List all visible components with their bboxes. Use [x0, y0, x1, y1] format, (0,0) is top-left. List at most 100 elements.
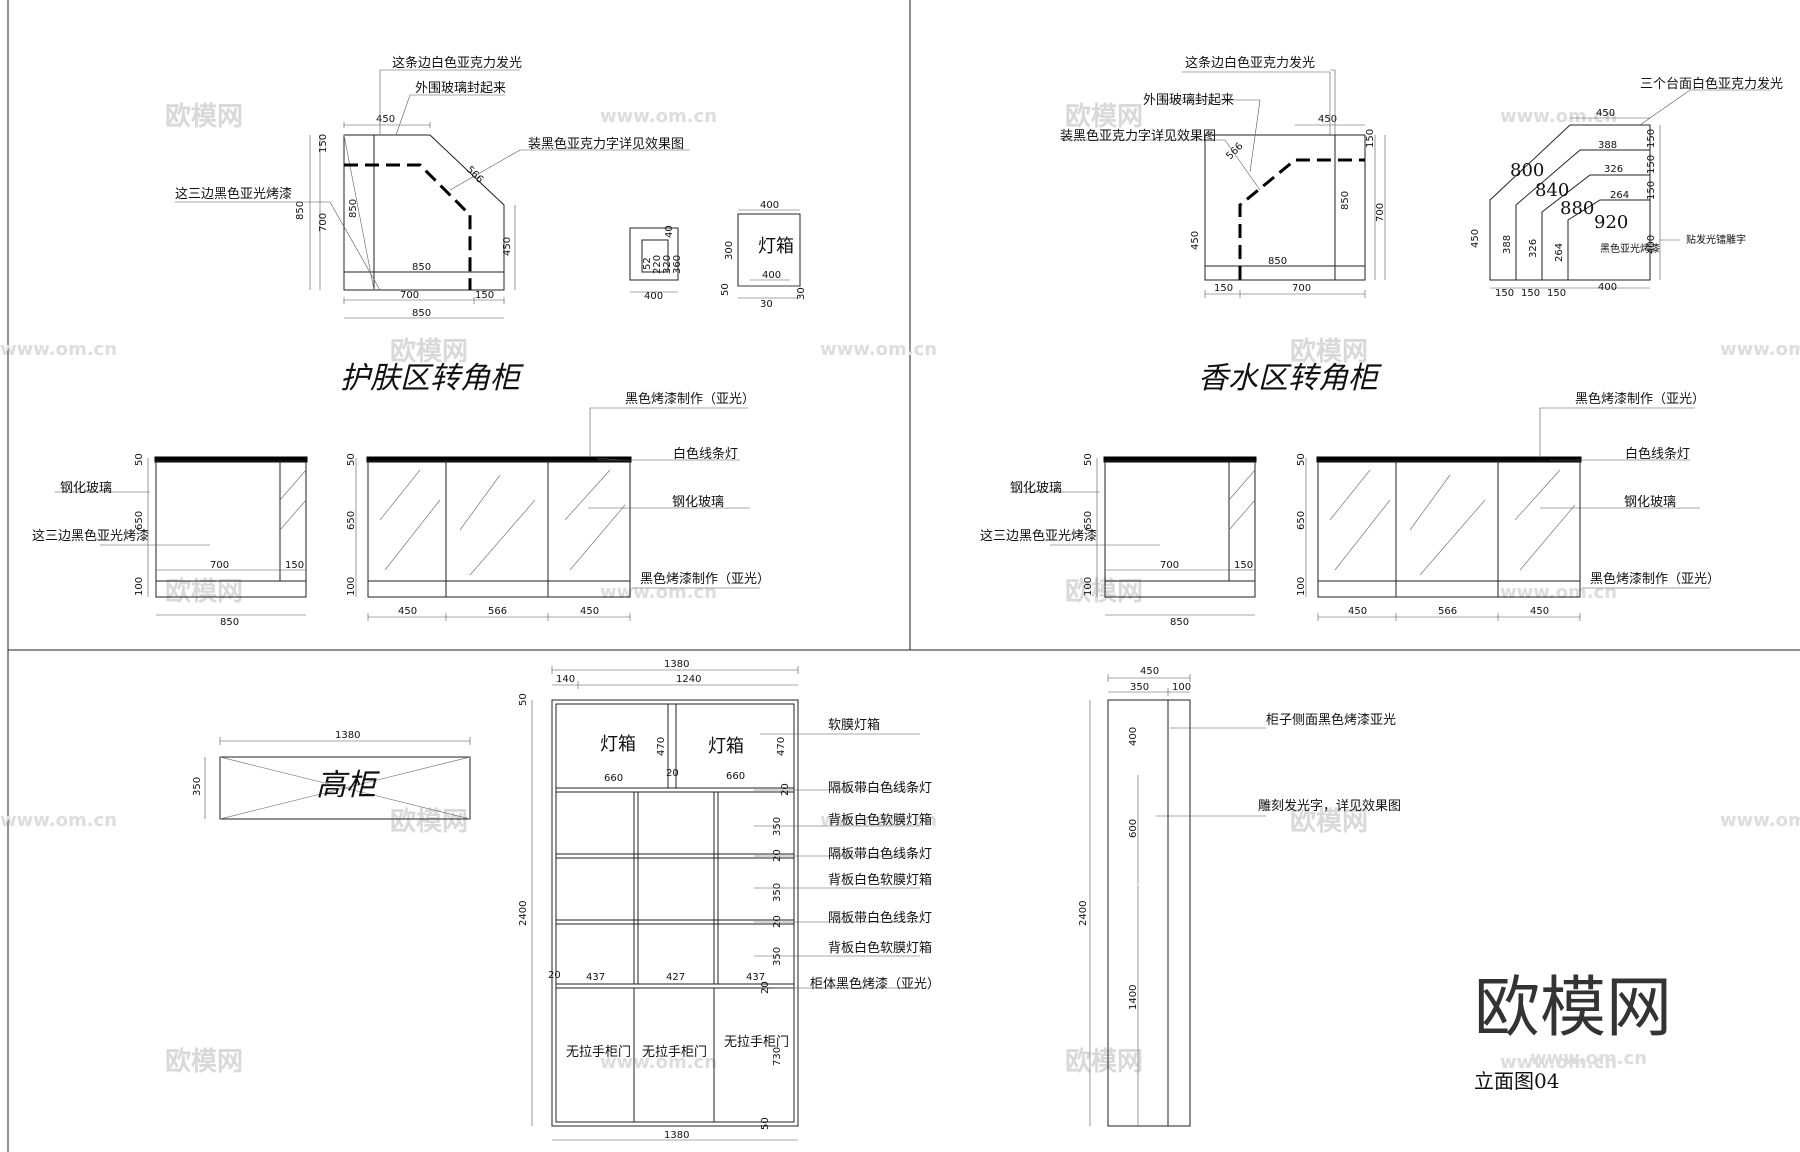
dim-label: 264 — [1554, 243, 1565, 262]
dim-label: 220 — [652, 255, 663, 274]
dim-label: 350 — [772, 817, 783, 836]
watermark-url: www.om.cn — [600, 106, 717, 127]
dim-label: 650 — [346, 511, 357, 530]
dim-label: 20 — [548, 970, 561, 981]
section-title-skin-care: 护肤区转角柜 — [340, 361, 524, 396]
note-label: 钢化玻璃 — [60, 481, 112, 496]
sheet-frame — [7, 0, 1800, 1152]
dim-label: 450 — [502, 237, 513, 256]
dim-label: 470 — [656, 737, 667, 756]
note-label: 装黑色亚克力字详见效果图 — [528, 136, 684, 152]
dim-label: 1400 — [1128, 985, 1139, 1010]
dim-label: 437 — [586, 972, 605, 983]
dim-label: 850 — [1170, 617, 1189, 628]
skin-care-small-details: 52 220 320 360 40 400 灯箱 400 300 400 30 … — [629, 200, 807, 310]
door-label: 无拉手柜门 — [566, 1045, 631, 1060]
skin-care-elevation: 50 650 100 700 150 850 钢化玻璃 这三边黑色亚光烤漆 50… — [32, 391, 770, 628]
dim-label: 50 — [760, 1117, 771, 1130]
drawing-label: 立面图04 — [1474, 1069, 1559, 1093]
dim-label: 150 — [318, 134, 329, 153]
note-label: 软膜灯箱 — [828, 717, 880, 733]
note-label: 这三边黑色亚光烤漆 — [175, 186, 292, 202]
note-label: 钢化玻璃 — [1010, 481, 1062, 496]
dim-label: 437 — [746, 972, 765, 983]
note-label: 黑色烤漆制作（亚光） — [640, 571, 770, 587]
brand-logo: 欧模网 — [1474, 969, 1672, 1046]
watermark-url: www.om.cn — [1720, 810, 1800, 831]
dim-label: 1380 — [664, 1130, 689, 1141]
dim-label: 20 — [666, 768, 679, 779]
tier-value: 800 — [1510, 160, 1544, 181]
dim-label: 450 — [1318, 114, 1337, 125]
note-label: 装黑色亚克力字详见效果图 — [1060, 128, 1216, 144]
tall-cabinet-plan: 高柜 1380 350 — [192, 730, 471, 820]
dim-label: 400 — [644, 291, 663, 302]
perfume-elevation: 50 650 100 700 150 850 钢化玻璃 这三边黑色亚光烤漆 50… — [980, 391, 1720, 628]
note-label: 隔板带白色线条灯 — [828, 910, 932, 926]
dim-label: 388 — [1598, 140, 1617, 151]
note-label: 外围玻璃封起来 — [415, 81, 506, 96]
dim-label: 566 — [488, 606, 507, 617]
dim-label: 700 — [1375, 203, 1386, 222]
dim-label: 470 — [776, 737, 787, 756]
note-label: 这三边黑色亚光烤漆 — [32, 528, 149, 544]
dim-label: 600 — [1128, 819, 1139, 838]
dim-label: 400 — [1598, 282, 1617, 293]
dim-label: 150 — [1646, 181, 1657, 200]
dim-label: 2400 — [1078, 901, 1089, 926]
tall-cabinet-plan-label: 高柜 — [316, 768, 380, 803]
dim-label: 150 — [1365, 129, 1376, 148]
watermark-url: www.om.cn — [1500, 106, 1617, 127]
dim-label: 450 — [1348, 606, 1367, 617]
dim-label: 850 — [412, 308, 431, 319]
dim-label: 20 — [760, 981, 771, 994]
dim-label: 150 — [1495, 288, 1514, 299]
dim-label: 566 — [1438, 606, 1457, 617]
section-title-perfume: 香水区转角柜 — [1198, 361, 1382, 396]
dim-label: 700 — [1160, 560, 1179, 571]
dim-label: 360 — [672, 255, 683, 274]
dim-label: 100 — [134, 577, 145, 596]
watermark-url: www.om.cn — [0, 810, 117, 831]
dim-label: 1380 — [335, 730, 360, 741]
door-label: 无拉手柜门 — [724, 1035, 789, 1050]
note-label: 这条边白色亚克力发光 — [392, 55, 522, 71]
dim-label: 20 — [772, 915, 783, 928]
dim-label: 150 — [1547, 288, 1566, 299]
note-label: 钢化玻璃 — [672, 495, 724, 510]
dim-label: 850 — [348, 199, 359, 218]
dim-label: 400 — [760, 200, 779, 211]
note-label: 白色线条灯 — [1625, 446, 1690, 462]
watermark-url: www.om.cn — [1720, 339, 1800, 360]
dim-label: 400 — [1646, 235, 1657, 254]
dim-label: 388 — [1502, 235, 1513, 254]
dim-label: 20 — [780, 783, 791, 796]
dim-label: 850 — [412, 262, 431, 273]
watermark-logo: 欧模网 — [390, 336, 468, 367]
watermark-url: www.om.cn — [0, 339, 117, 360]
dim-label: 326 — [1604, 164, 1623, 175]
dim-label: 650 — [1296, 511, 1307, 530]
note-label: 背板白色软膜灯箱 — [828, 872, 932, 888]
dim-label: 1380 — [664, 659, 689, 670]
door-label: 无拉手柜门 — [642, 1045, 707, 1060]
note-label: 这条边白色亚克力发光 — [1185, 55, 1315, 71]
dim-label: 850 — [220, 617, 239, 628]
note-label: 钢化玻璃 — [1624, 495, 1676, 510]
note-label: 这三边黑色亚光烤漆 — [980, 528, 1097, 544]
dim-label: 140 — [556, 674, 575, 685]
watermark-logo: 欧模网 — [390, 806, 468, 837]
dim-label: 427 — [666, 972, 685, 983]
watermark-logo: 欧模网 — [1290, 336, 1368, 367]
dim-label: 264 — [1610, 190, 1629, 201]
tier-value: 840 — [1535, 180, 1569, 201]
dim-label: 450 — [1470, 229, 1481, 248]
dim-label: 300 — [724, 241, 735, 260]
dim-label: 50 — [720, 283, 731, 296]
watermark-logo: 欧模网 — [1065, 1046, 1143, 1077]
dim-label: 326 — [1528, 239, 1539, 258]
lightbox-label: 灯箱 — [708, 736, 744, 757]
dim-label: 150 — [475, 290, 494, 301]
watermark-url: www.om.cn — [600, 1052, 717, 1073]
